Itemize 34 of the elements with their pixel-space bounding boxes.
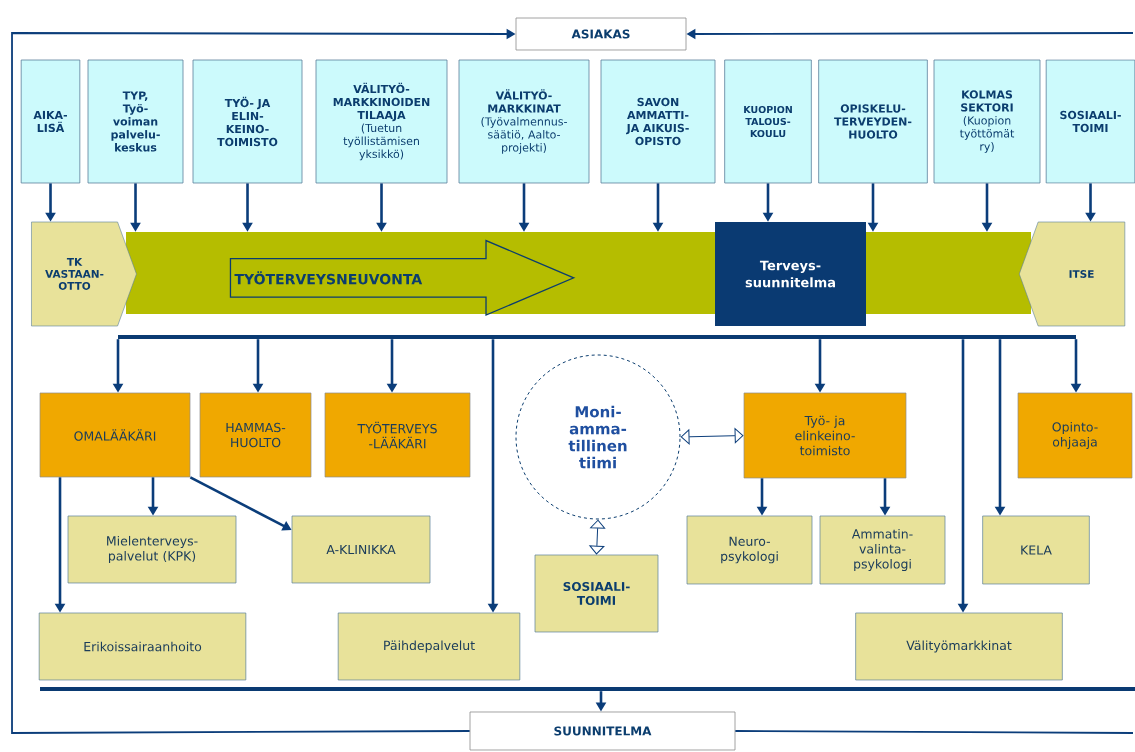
service-box: Mielenterveys- palvelut (KPK)	[67, 515, 237, 584]
horizontal-bar	[118, 335, 1076, 339]
agency-box: OPISKELU- TERVEYDEN- HUOLTO	[818, 59, 928, 184]
pentagon-box: ITSE	[1018, 221, 1126, 327]
agency-box: TYÖ- JA ELIN- KEINO- TOIMISTO	[192, 59, 303, 184]
agency-box: AIKA- LISÄ	[20, 59, 81, 184]
service-box: Työ- ja elinkeino- toimisto	[743, 392, 907, 479]
plan-box: Terveys- suunnitelma	[715, 222, 866, 326]
service-box: SOSIAALI- TOIMI	[534, 554, 659, 633]
horizontal-bar	[40, 687, 1135, 691]
agency-box: TYP, Työ- voiman palvelu- keskus	[87, 59, 184, 184]
double-arrow	[680, 428, 744, 445]
agency-box: SOSIAALI- TOIMI	[1045, 59, 1135, 184]
title-box: SUUNNITELMA	[469, 711, 736, 751]
service-box: Päihdepalvelut	[337, 612, 521, 681]
agency-box: VÄLITYÖ- MARKKINOIDEN TILAAJA (Tuetun työllistämisen yksikkö)	[315, 59, 448, 184]
agency-box: KUOPION TALOUS- KOULU	[724, 59, 812, 184]
connector-line	[734, 730, 1134, 734]
service-box: TYÖTERVEYS -LÄÄKÄRI	[324, 392, 471, 478]
service-box: Opinto- ohjaaja	[1017, 392, 1133, 479]
service-box: Välityömarkkinat	[855, 612, 1063, 681]
service-box: Ammatin- valinta- psykologi	[819, 515, 946, 585]
service-box: OMALÄÄKÄRI	[39, 392, 191, 478]
service-box: Erikoissairaanhoito	[38, 612, 247, 681]
service-box: Neuro- psykologi	[686, 515, 813, 585]
service-box: A-KLINIKKA	[291, 515, 431, 584]
service-box: HAMMAS- HUOLTO	[199, 392, 312, 478]
service-box: KELA	[982, 515, 1090, 585]
agency-box: VÄLITYÖ- MARKKINAT (Työvalmennus- säätiö, Aalto-projekti)	[458, 59, 590, 184]
agency-box: KOLMAS SEKTORI (Kuopion työttömät ry)	[933, 59, 1041, 184]
pentagon-box: TK VASTAAN- OTTO	[31, 221, 137, 327]
agency-box: SAVON AMMATTI- JA AIKUIS- OPISTO	[600, 59, 716, 184]
title-box: ASIAKAS	[515, 17, 687, 51]
double-arrow	[589, 519, 606, 555]
